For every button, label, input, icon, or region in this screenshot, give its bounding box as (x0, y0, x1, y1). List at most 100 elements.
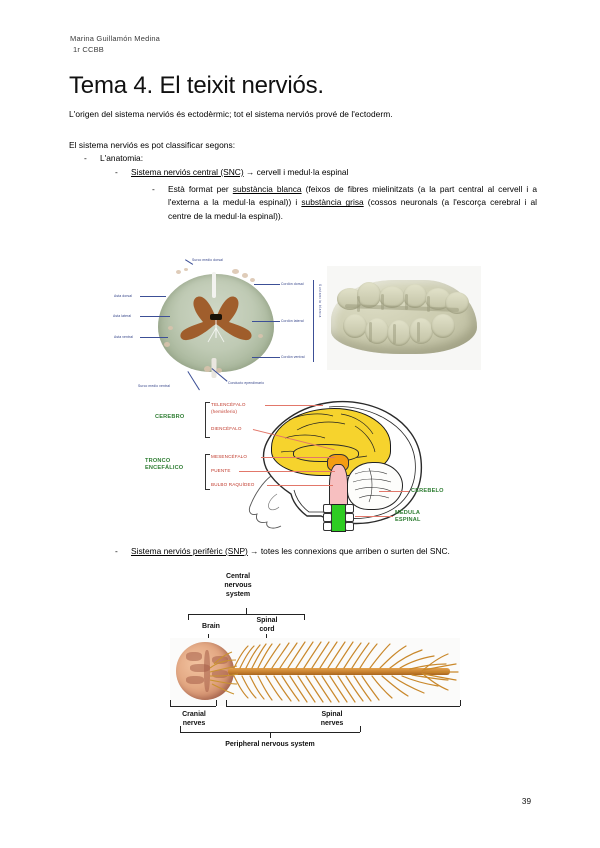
detail-part-b: (feixos de fibres mielinitzats (a la par… (168, 184, 538, 208)
bullet-snp: - Sistema nerviós perifèric (SNP) → tote… (115, 545, 540, 558)
leader-line-puente (239, 471, 335, 472)
bracket-tick (226, 700, 227, 706)
leader-line-bulbo (267, 485, 333, 486)
bullet-anatomy-label: L'anatomia: (100, 153, 144, 163)
leader-line (254, 284, 280, 285)
tissue-debris (258, 334, 263, 338)
vertebra (323, 522, 332, 531)
gyrus (409, 318, 433, 344)
tissue-debris (242, 273, 248, 278)
sulcus (417, 322, 420, 342)
sulcus (393, 324, 396, 344)
label-cranial-nerves: Cranial nerves (182, 711, 206, 727)
label-medula-espinal: MÉDULA ESPINAL (395, 510, 421, 524)
bullet-snc-detail: - Està format per substància blanca (fei… (152, 183, 537, 223)
gyrus (387, 320, 411, 346)
page-title: Tema 4. El teixit nerviós. (69, 72, 324, 99)
vertebra (323, 513, 332, 522)
bullet-anatomy: - L'anatomia: (84, 152, 544, 165)
author-header: Marina Guillamón Medina 1r CCBB (70, 33, 160, 55)
label-cerebro: CEREBRO (155, 414, 185, 420)
tissue-debris (216, 368, 222, 373)
leader-line (140, 316, 170, 317)
label-asta-dorsal: Asta dorsal (114, 294, 133, 298)
figure-peripheral-nervous-system: Central nervous system Brain Spinal cord (150, 572, 480, 768)
label-sustancia-blanca: Sustancia blanca (318, 284, 322, 318)
leader-line-mesencefalo (261, 457, 335, 458)
bullet-dash: - (115, 546, 118, 556)
bracket-tick (180, 726, 181, 732)
tissue-debris (250, 278, 255, 282)
tissue-debris (164, 342, 170, 347)
bracket-cranial-nerves (170, 706, 216, 707)
vertebra (345, 522, 354, 531)
brain-fold (212, 670, 228, 678)
bracket-cns (188, 614, 304, 615)
bracket-stem (246, 608, 247, 614)
sulcus (427, 296, 430, 312)
figure-spinal-cord-cross-section: Surco medio dorsal Asta dorsal Asta late… (112, 256, 328, 392)
label-hemisferio: (hemisferio) (211, 409, 238, 414)
label-puente: PUENTE (211, 468, 231, 473)
tissue-debris (176, 270, 181, 274)
brain-fold (212, 656, 228, 664)
gyrus (431, 314, 455, 338)
label-asta-lateral: Asta lateral (113, 314, 132, 318)
vertebra (345, 504, 354, 513)
bracket-tick (188, 614, 189, 620)
ventral-median-sulcus (211, 358, 217, 378)
label-conducto-ependimario: Conducto ependimario (228, 381, 265, 385)
label-spinal-cord: Spinal cord (256, 617, 278, 633)
bracket-tick (360, 726, 361, 732)
page-number: 39 (521, 797, 531, 806)
spinal-cord-shaft (228, 668, 450, 675)
leader-line (252, 357, 280, 358)
label-surco-medio-ventral: Surco medio ventral (138, 384, 171, 388)
snc-term: Sistema nerviós central (SNC) (131, 167, 244, 177)
brain-fold (186, 676, 204, 684)
bullet-dash: - (84, 153, 87, 163)
dorsal-median-sulcus (212, 272, 216, 298)
spinal-cord-specimen (158, 268, 274, 378)
author-course: 1r CCBB (73, 45, 104, 54)
bracket-tronco (205, 454, 210, 490)
label-surco-medio-dorsal: Surco medio dorsal (192, 258, 224, 262)
label-brain: Brain (202, 623, 220, 630)
figure-brain-sagittal-diagram: CEREBRO TRONCO ENCEFÁLICO CEREBELO MÉDUL… (143, 396, 443, 536)
spinal-cord-segment (331, 504, 346, 532)
snc-heading-rest: → cervell i medul·la espinal (243, 167, 349, 177)
gyrus (425, 288, 451, 310)
leader-line-cerebelo (379, 491, 409, 492)
spinal-nerves (233, 641, 459, 703)
bracket-tick (460, 700, 461, 706)
leader-line-medula (355, 516, 393, 517)
leader-line (140, 296, 166, 297)
figure-brain-specimen-photo (327, 266, 481, 370)
label-cordon-lateral: Cordón lateral (281, 319, 304, 323)
bracket-tick (170, 700, 171, 706)
cerebellum-folia (352, 467, 392, 503)
bullet-snc: - Sistema nerviós central (SNC) → cervel… (115, 166, 540, 179)
intro-paragraph: L'origen del sistema nerviós és ectodèrm… (69, 109, 393, 119)
tissue-debris (184, 268, 188, 271)
label-cordon-ventral: Cordón ventral (281, 355, 305, 359)
vertebra (345, 513, 354, 522)
tissue-debris (168, 326, 173, 330)
label-bulbo-raquideo: BULBO RAQUÍDEO (211, 482, 255, 487)
cerebellum (347, 462, 403, 510)
bracket-tick (216, 700, 217, 706)
author-name: Marina Guillamón Medina (70, 34, 161, 43)
bullet-dash: - (152, 184, 155, 194)
classification-paragraph: El sistema nerviós es pot classificar se… (69, 140, 236, 150)
label-asta-ventral: Asta ventral (114, 335, 134, 339)
leader-line (252, 321, 280, 322)
brain-fold (186, 652, 202, 661)
label-peripheral-nervous-system: Peripheral nervous system (225, 741, 315, 748)
pns-illustration (170, 638, 460, 706)
sulcus (357, 296, 360, 312)
bracket-tick (304, 614, 305, 620)
bracket-stem (270, 732, 271, 738)
label-diencefalo: DIENCÉFALO (211, 426, 242, 431)
gyrus (357, 282, 381, 308)
